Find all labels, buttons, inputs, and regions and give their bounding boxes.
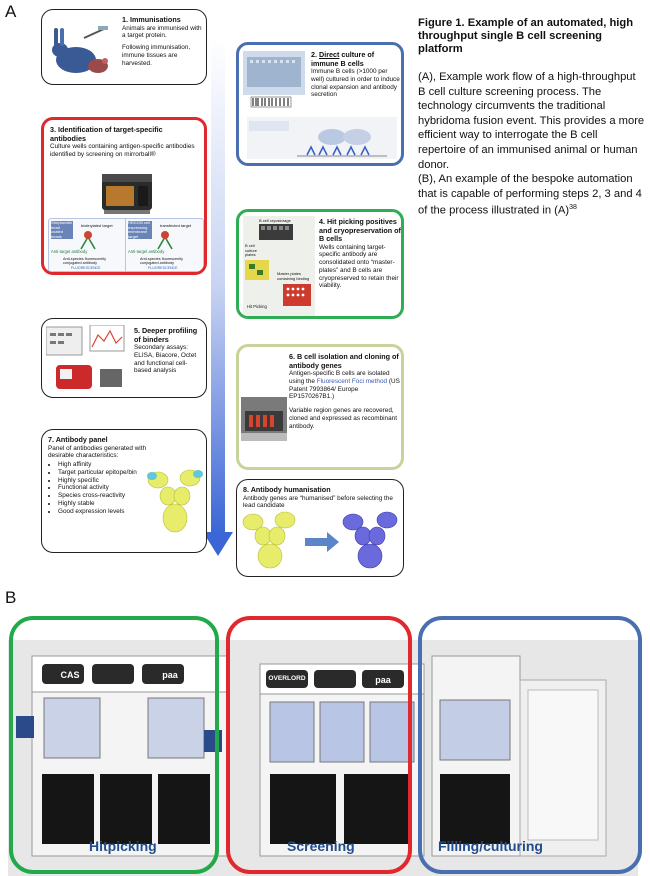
b-cell-secretion-diagram [247,117,397,159]
mirrorball-instrument-icon [102,174,152,214]
step-1-body-1: Animals are immunised with a target prot… [122,24,202,40]
step-5-box: 5. Deeper profiling of binders Secondary… [41,318,207,398]
step-8-body: Antibody genes are “humanised” before se… [243,494,393,510]
biotin-target-label: biotinylated target [81,223,113,228]
step-1-box: 1. Immunisations Animals are immunised w… [41,9,207,85]
hit-picking-diagram: B cell cryostorage B cell culture plates… [243,216,315,316]
list-item: Highly specific [58,477,200,485]
step-1-title: 1. Immunisations [122,15,181,24]
step-7-title: 7. Antibody panel [48,435,108,444]
list-item: Functional activity [58,484,200,492]
unit-left-badge: CAS [60,670,80,680]
zone-filling-culturing [418,616,642,874]
zone-label-hitpicking: Hitpicking [89,838,157,854]
hit-picking-label: Hit Picking [247,304,267,309]
antibody-characteristics-list: High affinity Target particular epitope/… [48,461,200,516]
step-3-body: Culture wells containing antigen-specifi… [50,143,195,158]
list-item: Target particular epitope/bin [58,469,200,477]
step-2-box: 2. Direct culture of immune B cells Immu… [236,42,404,166]
cryostorage-label: B cell cryostorage [259,218,291,223]
step-3-title: 3. Identification of target-specific ant… [50,125,163,143]
culture-plates-label: B cell culture plates [245,243,258,258]
step-3-box: 3. Identification of target-specific ant… [41,117,207,275]
unit-mid-right-badge: paa [375,675,391,685]
rabbit-mouse-icon [52,26,108,73]
step-6-body-2: Variable region genes are recovered, clo… [289,407,397,430]
cell-isolation-photo [241,397,287,441]
step-8-title: 8. Antibody humanisation [243,485,331,494]
humanisation-diagram [242,511,398,569]
step-6-box: 6. B cell isolation and cloning of antib… [236,344,404,470]
zone-screening [226,616,412,874]
step-4-box: B cell cryostorage B cell culture plates… [236,209,404,319]
caption-part-a: (A), Example work flow of a high-through… [418,71,645,171]
profiling-instruments-icon [46,325,125,389]
anti-target-label-right: Anti-target antibody [128,249,165,254]
transfected-target-label: transfected target [160,223,192,228]
anti-species-label-right: Anti-species fluorescently conjugated an… [140,257,184,266]
figure-title: Figure 1. Example of an automated, high … [418,17,634,55]
anti-target-label-left: Anti-target antibody [51,249,88,254]
figure-caption: (A), Example work flow of a high-through… [418,70,646,219]
step-5-body: Secondary assays: ELISA, Biacore, Octet … [134,344,197,375]
step-2-title: 2. Direct culture of immune B cells [311,50,375,68]
step-5-title: 5. Deeper profiling of binders [134,326,198,344]
step-7-box: 7. Antibody panel Panel of antibodies ge… [41,429,207,553]
step-8-box: 8. Antibody humanisation Antibody genes … [236,479,404,577]
reference-superscript: 38 [569,204,577,212]
culture-plate-icon [243,51,305,108]
step-2-body: Immune B cells (>1000 per well) cultured… [311,68,400,99]
list-item: High affinity [58,461,200,469]
anti-species-label-left: Anti-species fluorescently conjugated an… [63,257,107,266]
fluorescent-foci-link[interactable]: Fluorescent Foci method [316,377,388,385]
list-item: Species cross-reactivity [58,492,200,500]
automation-platform-illustration [16,655,607,857]
fluorescence-label-right: FLUORESCENCE [148,266,178,270]
antibody-structure-icon [147,469,203,533]
zone-hitpicking [9,616,219,874]
workflow-arrow [203,36,233,556]
zone-label-screening: Screening [287,838,355,854]
bead-label: Streptavidin bead coated beads [51,220,73,240]
panel-a-label: A [5,2,17,21]
step-1-body-2: Following immunisation, immune tissues a… [122,44,191,67]
caption-part-b: (B), An example of the bespoke automatio… [418,173,642,218]
step-4-title: 4. Hit picking positives and cryopreserv… [319,217,401,243]
step-4-body: Wells containing target-specific antibod… [319,243,399,290]
arrow-right-icon [305,532,339,552]
unit-mid-badge: OVERLORD [268,675,306,682]
step-7-body: Panel of antibodies generated with desir… [48,444,147,460]
list-item: Highly stable [58,500,200,508]
step-6-title: 6. B cell isolation and cloning of antib… [289,352,399,370]
fluorescence-label-left: FLUORESCENCE [71,266,101,270]
unit-right-badge: paa [162,670,178,680]
list-item: Good expression levels [58,508,200,516]
step-6-body-1: Antigen-specific B cells are isolated us… [289,370,400,401]
screening-assay-diagram: Streptavidin bead coated beads biotinyla… [48,218,204,272]
panel-b-label: B [5,588,17,607]
zone-label-filling-culturing: Filling/culturing [438,838,543,854]
hek-cell-label: HEK293 cell expressing membrane target [128,220,152,240]
master-plates-label: Master plates containing binding [277,271,310,281]
